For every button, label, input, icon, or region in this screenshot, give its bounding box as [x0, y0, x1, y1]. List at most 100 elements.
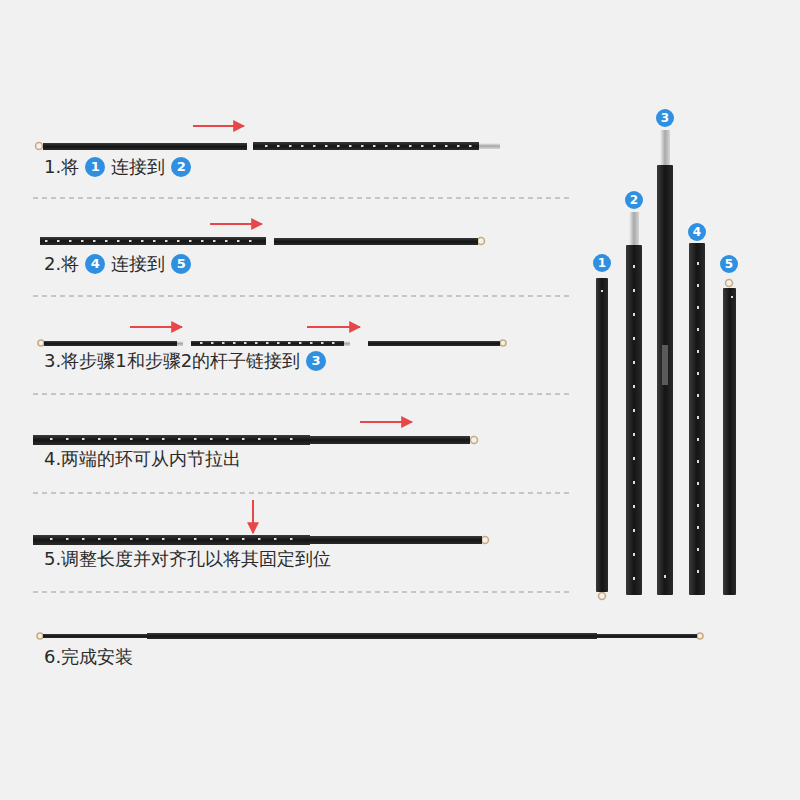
pole-hole	[445, 145, 448, 147]
pole-hole	[633, 265, 635, 268]
pole-hole	[697, 394, 699, 397]
pole-hole	[255, 342, 258, 344]
pole-hole	[633, 289, 635, 292]
pole-hole	[189, 240, 192, 242]
pole-hole	[421, 145, 424, 147]
pole-hole	[601, 290, 603, 292]
pole-hole	[277, 145, 280, 147]
pole-hole	[93, 240, 96, 242]
pole-hole	[313, 145, 316, 147]
pole-hole	[249, 240, 252, 242]
pole-hole	[210, 538, 213, 540]
pole-hole	[288, 342, 291, 344]
pole-hole	[201, 240, 204, 242]
pole-hole	[697, 284, 699, 287]
step-text: 5.调整长度并对齐孔以将其固定到位	[44, 548, 331, 570]
pole-hole	[697, 570, 699, 573]
pole-hole	[98, 438, 101, 440]
pole-hole	[69, 240, 72, 242]
pole-hole	[697, 372, 699, 375]
pole-hole	[210, 438, 213, 440]
pole-hole	[290, 538, 293, 540]
pole-hole	[153, 240, 156, 242]
pole-hole	[194, 538, 197, 540]
pole-hole	[457, 145, 460, 147]
pole-hole	[242, 438, 245, 440]
pole-hole	[117, 240, 120, 242]
pole-hole	[633, 385, 635, 388]
pole-hole	[226, 438, 229, 440]
pole-hole	[697, 262, 699, 265]
callout-number: 2	[171, 157, 191, 177]
pole-hole	[633, 337, 635, 340]
pole-hole	[242, 538, 245, 540]
callout-number: 1	[85, 157, 105, 177]
pole-hole	[697, 350, 699, 353]
pole-hole	[222, 342, 225, 344]
pole-hole	[301, 145, 304, 147]
pole-hole	[244, 342, 247, 344]
callout-number: 2	[625, 191, 643, 209]
pole-holes	[45, 145, 733, 580]
pole-hole	[409, 145, 412, 147]
pole-hole	[633, 553, 635, 556]
pole-hole	[213, 240, 216, 242]
pole-hole	[226, 538, 229, 540]
callout-number: 4	[85, 254, 105, 274]
pole-hole	[82, 538, 85, 540]
pole-group	[33, 130, 736, 639]
pole-hole	[211, 342, 214, 344]
step-text: 4.两端的环可从内节拉出	[44, 448, 241, 470]
pole-hole	[633, 529, 635, 532]
pole-hole	[697, 504, 699, 507]
pole-hole	[633, 481, 635, 484]
pole-hole	[114, 538, 117, 540]
pole-hole	[325, 145, 328, 147]
pole-hole	[178, 538, 181, 540]
pole-hole	[361, 145, 364, 147]
callout-number: 3	[306, 351, 326, 371]
pole-hole	[162, 438, 165, 440]
pole-hole	[105, 240, 108, 242]
pole-hole	[146, 438, 149, 440]
pole-hole	[697, 526, 699, 529]
step-text: 连接到	[111, 156, 165, 178]
pole-hole	[310, 342, 313, 344]
pole-hole	[66, 438, 69, 440]
pole-hole	[162, 538, 165, 540]
step-text: 3.将步骤1和步骤2的杆子链接到	[44, 350, 300, 372]
pole-hole	[130, 438, 133, 440]
pole-hole	[321, 342, 324, 344]
separator	[33, 198, 570, 592]
pole-hole	[633, 577, 635, 580]
pole-hole	[289, 145, 292, 147]
pole-hole	[633, 457, 635, 460]
pole-hole	[469, 145, 472, 147]
pole-hole	[697, 328, 699, 331]
pole-hole	[290, 438, 293, 440]
pole-hole	[385, 145, 388, 147]
callout-number: 5	[171, 254, 191, 274]
pole-hole	[633, 505, 635, 508]
pole-hole	[81, 240, 84, 242]
pole-hole	[697, 460, 699, 463]
pole-hole	[332, 342, 335, 344]
pole-hole	[633, 409, 635, 412]
callout-number: 5	[720, 255, 738, 273]
pole-hole	[258, 438, 261, 440]
end-ring	[36, 143, 733, 640]
step-row: 4.两端的环可从内节拉出	[44, 448, 241, 470]
pole-hole	[633, 433, 635, 436]
step-row: 1.将 1 连接到 2	[44, 156, 194, 178]
pole-hole	[433, 145, 436, 147]
step-row: 2.将4连接到5	[44, 253, 194, 275]
pole-hole	[225, 240, 228, 242]
pole-hole	[697, 416, 699, 419]
callout-number: 3	[656, 109, 674, 127]
pole-hole	[165, 240, 168, 242]
step-text: 1.将	[44, 156, 79, 178]
callout-number: 4	[688, 223, 706, 241]
step-row: 3.将步骤1和步骤2的杆子链接到 3	[44, 350, 329, 372]
pole-hole	[129, 240, 132, 242]
pole-hole	[141, 240, 144, 242]
